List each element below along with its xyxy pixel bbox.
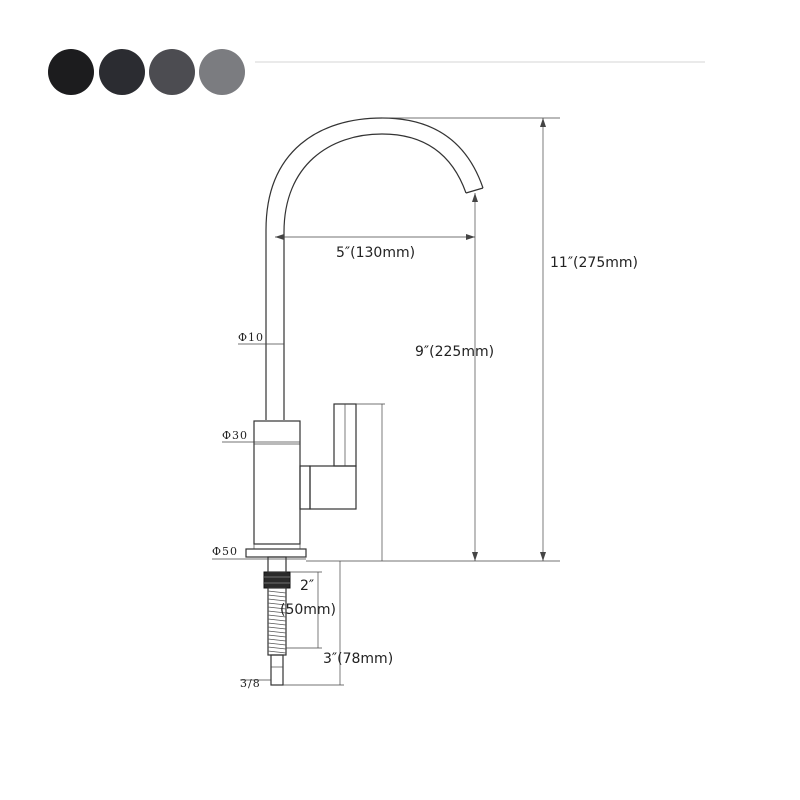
connector-length-label: 3″(78mm)	[323, 651, 393, 667]
thread-line	[267, 626, 287, 630]
thread-line	[267, 618, 287, 622]
color-swatch-light-gray[interactable]	[199, 49, 245, 95]
thread-line	[267, 614, 287, 618]
dimension-lines	[212, 117, 560, 686]
arrow-down	[540, 552, 546, 561]
mounting-nut	[263, 571, 291, 589]
thread-line	[267, 590, 287, 594]
thread-line	[267, 602, 287, 606]
arrow-up	[472, 193, 478, 202]
spout-height-label: 9″(225mm)	[415, 344, 494, 360]
thread-line	[267, 650, 287, 654]
pipe-diameter-label: Φ10	[238, 331, 264, 344]
thread-line	[267, 638, 287, 642]
thread-line	[267, 646, 287, 650]
base-diameter-label: Φ50	[212, 545, 238, 558]
thread-line	[267, 630, 287, 634]
shank-threads	[267, 590, 287, 654]
shank-neck	[267, 556, 287, 573]
handle-collar	[299, 465, 311, 510]
arrow-left	[275, 234, 284, 240]
arrow-up	[540, 118, 546, 127]
thread-line	[267, 598, 287, 602]
connector-pipe	[270, 654, 284, 686]
thread-line	[267, 594, 287, 598]
color-swatch-black[interactable]	[48, 49, 94, 95]
color-swatch-gunmetal[interactable]	[99, 49, 145, 95]
total-height-label: 11″(275mm)	[550, 255, 638, 271]
spout-outer-curve	[265, 117, 484, 420]
thread-line	[267, 610, 287, 614]
arrow-down	[472, 552, 478, 561]
thread-line	[267, 622, 287, 626]
base-flange	[245, 548, 307, 558]
faucet-body	[253, 420, 301, 545]
handle-block	[309, 465, 357, 510]
faucet-outline	[245, 117, 484, 686]
thread-line	[267, 634, 287, 638]
spout-reach-label: 5″(130mm)	[336, 245, 415, 261]
spout-inner-curve	[283, 133, 467, 420]
thread-line	[267, 606, 287, 610]
thread-line	[267, 642, 287, 646]
body-diameter-label: Φ30	[222, 429, 248, 442]
shank-length-mm-label: (50mm)	[280, 602, 336, 618]
spout-tip	[465, 187, 484, 194]
color-swatch-dark-gray[interactable]	[149, 49, 195, 95]
arrow-right	[466, 234, 475, 240]
shank-length-inch-label: 2″	[300, 578, 314, 594]
connector-thread-label: 3/8	[240, 677, 261, 690]
